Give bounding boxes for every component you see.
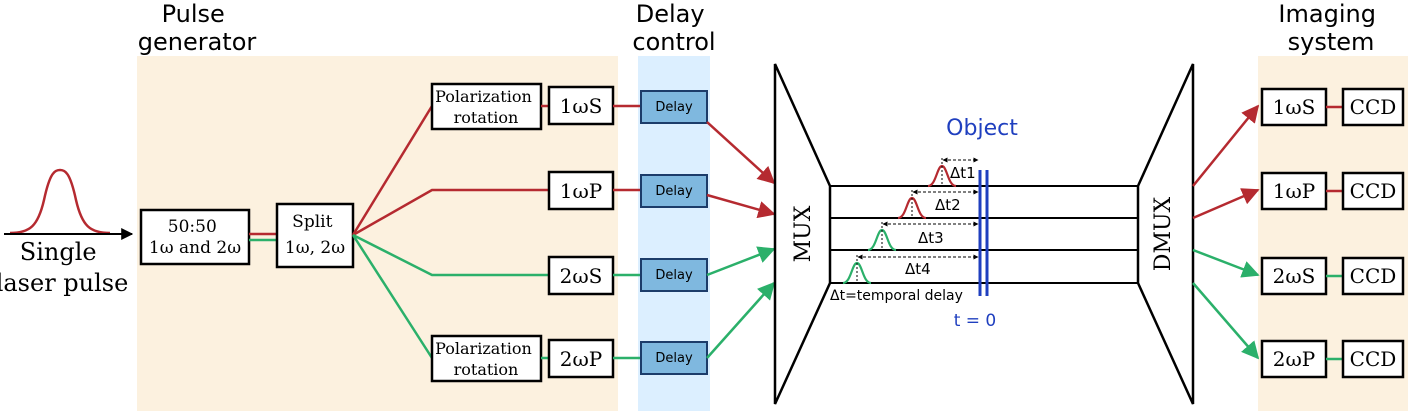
ccd-box-1 bbox=[1341, 87, 1405, 127]
object-label: Object bbox=[946, 116, 1018, 141]
path-1wS-fan bbox=[351, 105, 434, 236]
delay-control-header: Delay control bbox=[632, 0, 715, 56]
splitter-5050-box bbox=[139, 208, 251, 266]
delay-box-4 bbox=[640, 341, 708, 375]
channel-label-1wS: 1ωS bbox=[560, 94, 603, 118]
split-line2: 1ω, 2ω bbox=[285, 238, 345, 258]
delay-label-2: Delay bbox=[655, 184, 693, 199]
ccd-label-2: CCD bbox=[1350, 179, 1397, 203]
svg-text:50:50 1ω and 2ω: 50:50 1ω and 2ω bbox=[149, 217, 241, 258]
channel-box-2wP bbox=[547, 338, 615, 379]
temporal-delay-note: Δt=temporal delay bbox=[830, 288, 963, 304]
delta-t3-label: Δt3 bbox=[918, 229, 944, 247]
svg-text:Polarization rotation: Polarization rotation bbox=[435, 339, 537, 379]
img-channel-label-1wP: 1ωP bbox=[1273, 179, 1316, 203]
delay-label-3: Delay bbox=[655, 268, 693, 283]
splitter-5050-line2: 1ω and 2ω bbox=[149, 238, 241, 258]
split-line1: Split bbox=[292, 212, 332, 232]
arrow-dmux-img1 bbox=[1192, 104, 1260, 187]
ccd-label-1: CCD bbox=[1350, 95, 1397, 119]
channel-box-2wS bbox=[547, 255, 615, 296]
splitter-5050-line1: 50:50 bbox=[168, 217, 217, 237]
delta-t4-label: Δt4 bbox=[905, 260, 931, 278]
ccd-box-2 bbox=[1341, 171, 1405, 211]
path-2wS-fan bbox=[352, 233, 549, 277]
ccd-label-3: CCD bbox=[1350, 264, 1397, 288]
arrow-delay1-mux bbox=[706, 121, 776, 185]
channel-label-2wP: 2ωP bbox=[560, 347, 603, 371]
svg-text:Split 1ω, 2ω: Split 1ω, 2ω bbox=[285, 212, 345, 258]
polarization-top-line1: Polarization bbox=[435, 87, 532, 106]
channel-label-2wS: 2ωS bbox=[560, 264, 603, 288]
img-channel-box-1wP bbox=[1260, 171, 1328, 211]
path-1wP-fan bbox=[352, 188, 549, 237]
imaging-system-header: Imaging system bbox=[1278, 0, 1383, 56]
img-channel-label-2wP: 2ωP bbox=[1273, 347, 1316, 371]
delay-label-4: Delay bbox=[655, 351, 693, 366]
delta-t2-label: Δt2 bbox=[935, 196, 961, 214]
img-channel-box-1wS bbox=[1260, 87, 1328, 127]
arrow-delay3-mux bbox=[706, 246, 776, 277]
arrow-dmux-img3 bbox=[1192, 248, 1260, 278]
pulse-generator-header: Pulse generator bbox=[138, 0, 257, 56]
input-pulse-shape bbox=[9, 168, 111, 235]
ccd-label-4: CCD bbox=[1350, 347, 1397, 371]
delay-box-1 bbox=[640, 90, 708, 124]
t0-label: t = 0 bbox=[954, 311, 997, 331]
ccd-box-3 bbox=[1341, 256, 1405, 296]
ccd-box-4 bbox=[1341, 339, 1405, 379]
arrow-delay4-mux bbox=[706, 281, 776, 359]
path-2wP-fan bbox=[351, 234, 434, 359]
delta-t1-label: Δt1 bbox=[950, 164, 976, 182]
polarization-bottom-line2: rotation bbox=[454, 360, 519, 379]
img-channel-label-1wS: 1ωS bbox=[1273, 95, 1316, 119]
channel-label-1wP: 1ωP bbox=[560, 179, 603, 203]
delay-box-3 bbox=[640, 258, 708, 292]
arrow-dmux-img2 bbox=[1192, 188, 1260, 220]
polarization-box-bottom bbox=[430, 334, 543, 383]
dmux-label: DMUX bbox=[1151, 196, 1176, 271]
input-label: Single laser pulse bbox=[0, 238, 128, 297]
img-channel-label-2wS: 2ωS bbox=[1273, 264, 1316, 288]
svg-text:Polarization rotation: Polarization rotation bbox=[435, 87, 537, 127]
delay-label-1: Delay bbox=[655, 100, 693, 115]
mux-label: MUX bbox=[791, 205, 816, 262]
arrow-dmux-img4 bbox=[1192, 282, 1260, 360]
delay-box-2 bbox=[640, 174, 708, 208]
polarization-top-line2: rotation bbox=[454, 108, 519, 127]
arrow-delay2-mux bbox=[706, 193, 776, 219]
polarization-bottom-line1: Polarization bbox=[435, 339, 532, 358]
